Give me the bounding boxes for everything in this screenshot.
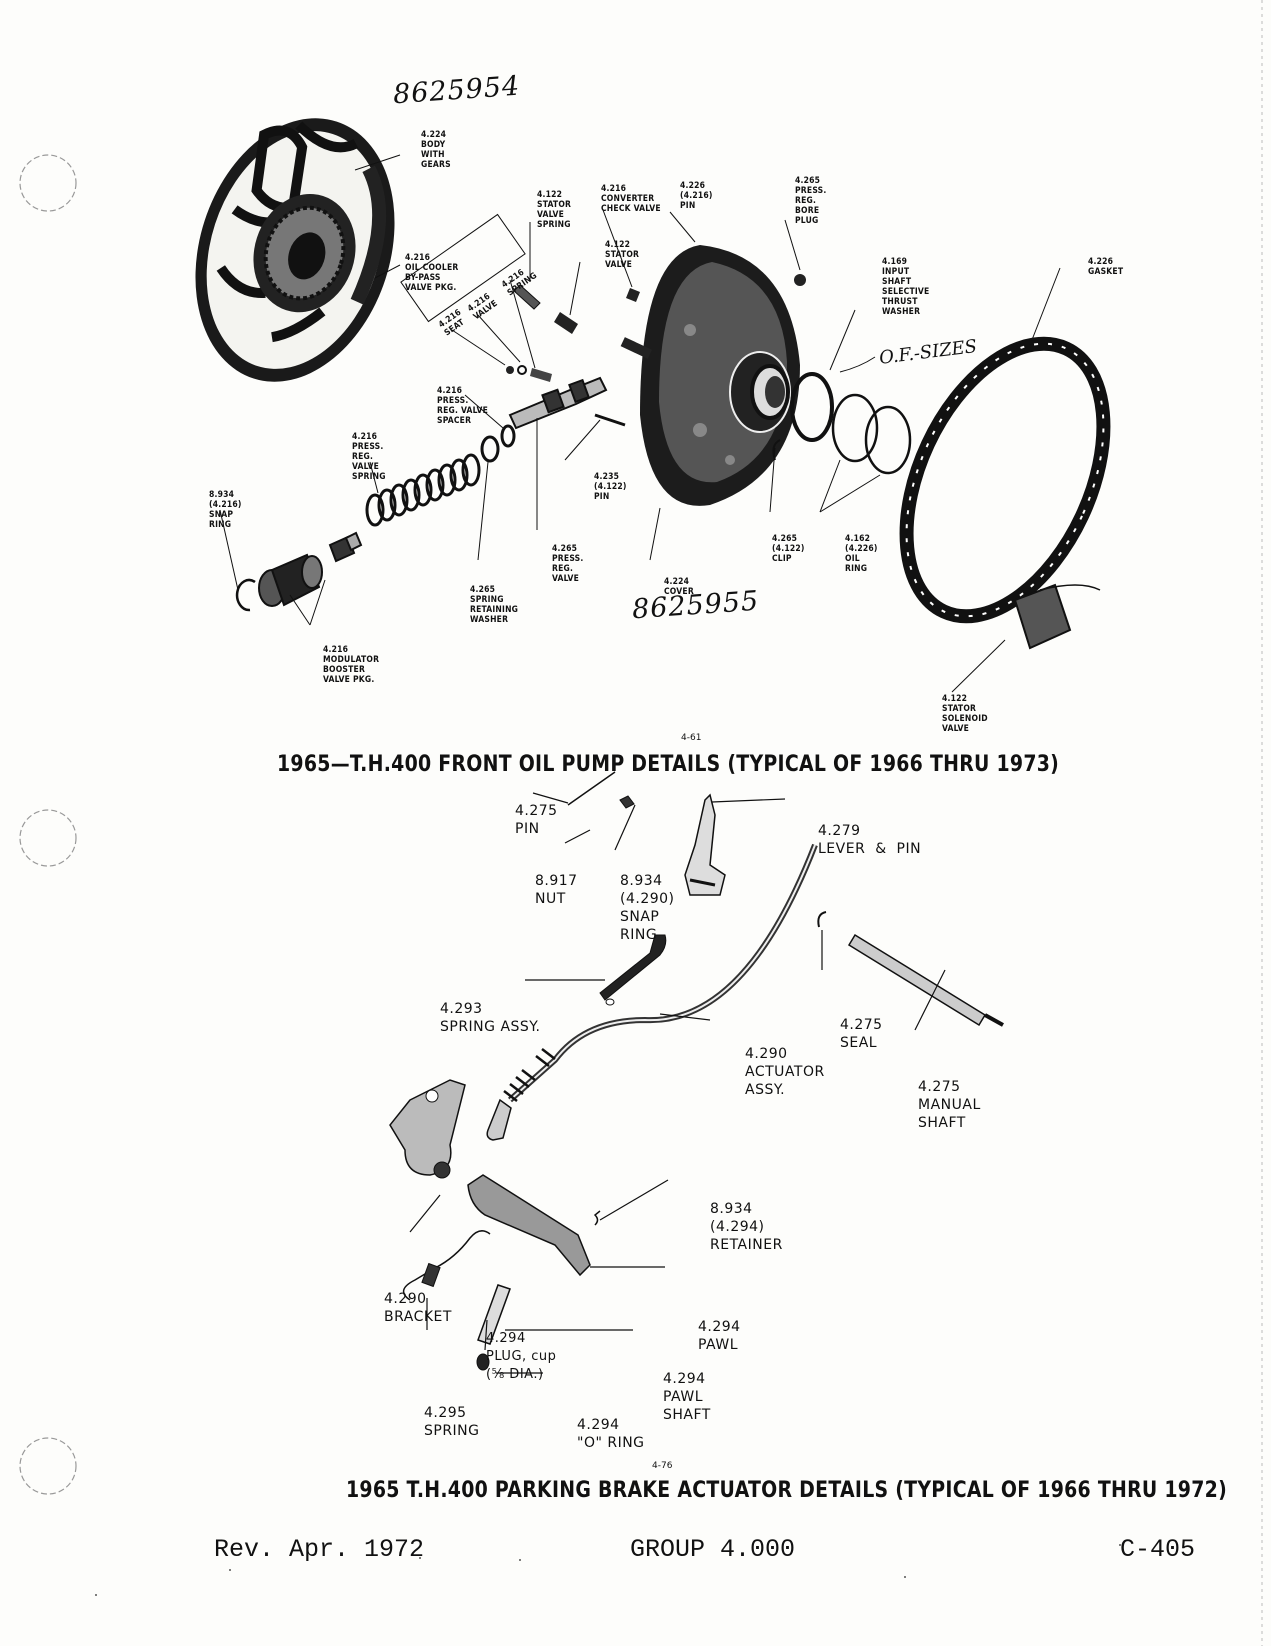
label-body-with-gears: 4.224 BODY WITH GEARS (421, 130, 451, 170)
bore-plug (794, 274, 806, 286)
scan-specks (95, 1544, 1121, 1596)
label-pin-mid: 4.235 (4.122) PIN (594, 472, 627, 502)
label-oil-ring: 4.162 (4.226) OIL RING (845, 534, 878, 574)
label-stator-valve: 4.122 STATOR VALVE (605, 240, 640, 270)
parking-brake-drawing (389, 771, 1004, 1374)
stator-valve-parts (513, 284, 640, 334)
label-pawl: 4.294 PAWL (698, 1319, 741, 1353)
label-spring-retaining-washer: 4.265 SPRING RETAINING WASHER (470, 585, 519, 625)
thrust-washer (790, 372, 834, 442)
oil-ring-1 (831, 393, 879, 463)
label-clip: 4.265 (4.122) CLIP (772, 534, 805, 564)
spacer-ring (500, 424, 516, 448)
label-stator-solenoid: 4.122 STATOR SOLENOID VALVE (942, 694, 988, 734)
label-gasket: 4.226 GASKET (1088, 257, 1124, 277)
label-reg-valve: 4.265 PRESS. REG. VALVE (552, 544, 584, 584)
label-spring: 4.295 SPRING (424, 1405, 480, 1439)
figure-title-bottom: 1965 T.H.400 PARKING BRAKE ACTUATOR DETA… (346, 1478, 1227, 1503)
footer-group: GROUP 4.000 (630, 1535, 796, 1564)
footer-page-number: C-405 (1120, 1535, 1196, 1564)
label-pin: 4.275 PIN (515, 803, 558, 837)
figure-number-top: 4-61 (681, 733, 702, 743)
label-snap-ring: 8.934 (4.290) SNAP RING (620, 873, 675, 943)
label-o-ring: 4.294 "O" RING (577, 1417, 645, 1451)
pump-body-drawing (195, 118, 395, 382)
modulator-booster (258, 531, 363, 607)
label-bracket: 4.290 BRACKET (384, 1291, 452, 1325)
bypass-valve-parts (506, 365, 552, 382)
binder-holes (19, 154, 77, 1495)
label-snap-ring-top: 8.934 (4.216) SNAP RING (209, 490, 242, 530)
label-reg-valve-spring: 4.216 PRESS. REG. VALVE SPRING (352, 432, 386, 482)
gasket-drawing (899, 336, 1111, 624)
label-stator-valve-spring: 4.122 STATOR VALVE SPRING (537, 190, 572, 230)
figure-title-top: 1965—T.H.400 FRONT OIL PUMP DETAILS (TYP… (277, 752, 1060, 777)
stator-solenoid (1013, 583, 1101, 650)
label-plug-cup: 4.294 PLUG, cup (⅝ DIA.) (486, 1331, 557, 1382)
retaining-washer (480, 435, 500, 463)
label-nut: 8.917 NUT (535, 873, 578, 907)
label-thrust-washer: 4.169 INPUT SHAFT SELECTIVE THRUST WASHE… (882, 257, 930, 317)
footer-revision: Rev. Apr. 1972 (214, 1535, 425, 1564)
label-actuator-assy: 4.290 ACTUATOR ASSY. (745, 1046, 825, 1098)
label-converter-check-valve: 4.216 CONVERTER CHECK VALVE (601, 184, 661, 214)
label-retainer: 8.934 (4.294) RETAINER (710, 1201, 783, 1253)
label-reg-valve-spacer: 4.216 PRESS. REG. VALVE SPACER (437, 386, 489, 426)
oil-ring-2 (864, 405, 912, 475)
pump-cover-drawing (620, 245, 800, 506)
regulator-spring (365, 453, 481, 527)
label-bore-plug: 4.265 PRESS. REG. BORE PLUG (795, 176, 827, 226)
label-pawl-shaft: 4.294 PAWL SHAFT (663, 1371, 711, 1423)
leader-lines-top (219, 154, 1061, 693)
label-cover: 4.224 COVER (664, 577, 694, 597)
pressure-regulator-valve (508, 376, 626, 430)
label-pin-top: 4.226 (4.216) PIN (680, 181, 713, 211)
label-lever-pin: 4.279 LEVER & PIN (818, 823, 922, 857)
figure-number-bottom: 4-76 (652, 1461, 673, 1471)
label-seal: 4.275 SEAL (840, 1017, 883, 1051)
label-spring-assy: 4.293 SPRING ASSY. (440, 1001, 541, 1035)
label-modulator-booster: 4.216 MODULATOR BOOSTER VALVE PKG. (323, 645, 380, 685)
label-manual-shaft: 4.275 MANUAL SHAFT (918, 1079, 981, 1131)
label-oil-cooler-bypass: 4.216 OIL COOLER BY-PASS VALVE PKG. (405, 253, 459, 293)
snap-ring-top (235, 578, 256, 612)
